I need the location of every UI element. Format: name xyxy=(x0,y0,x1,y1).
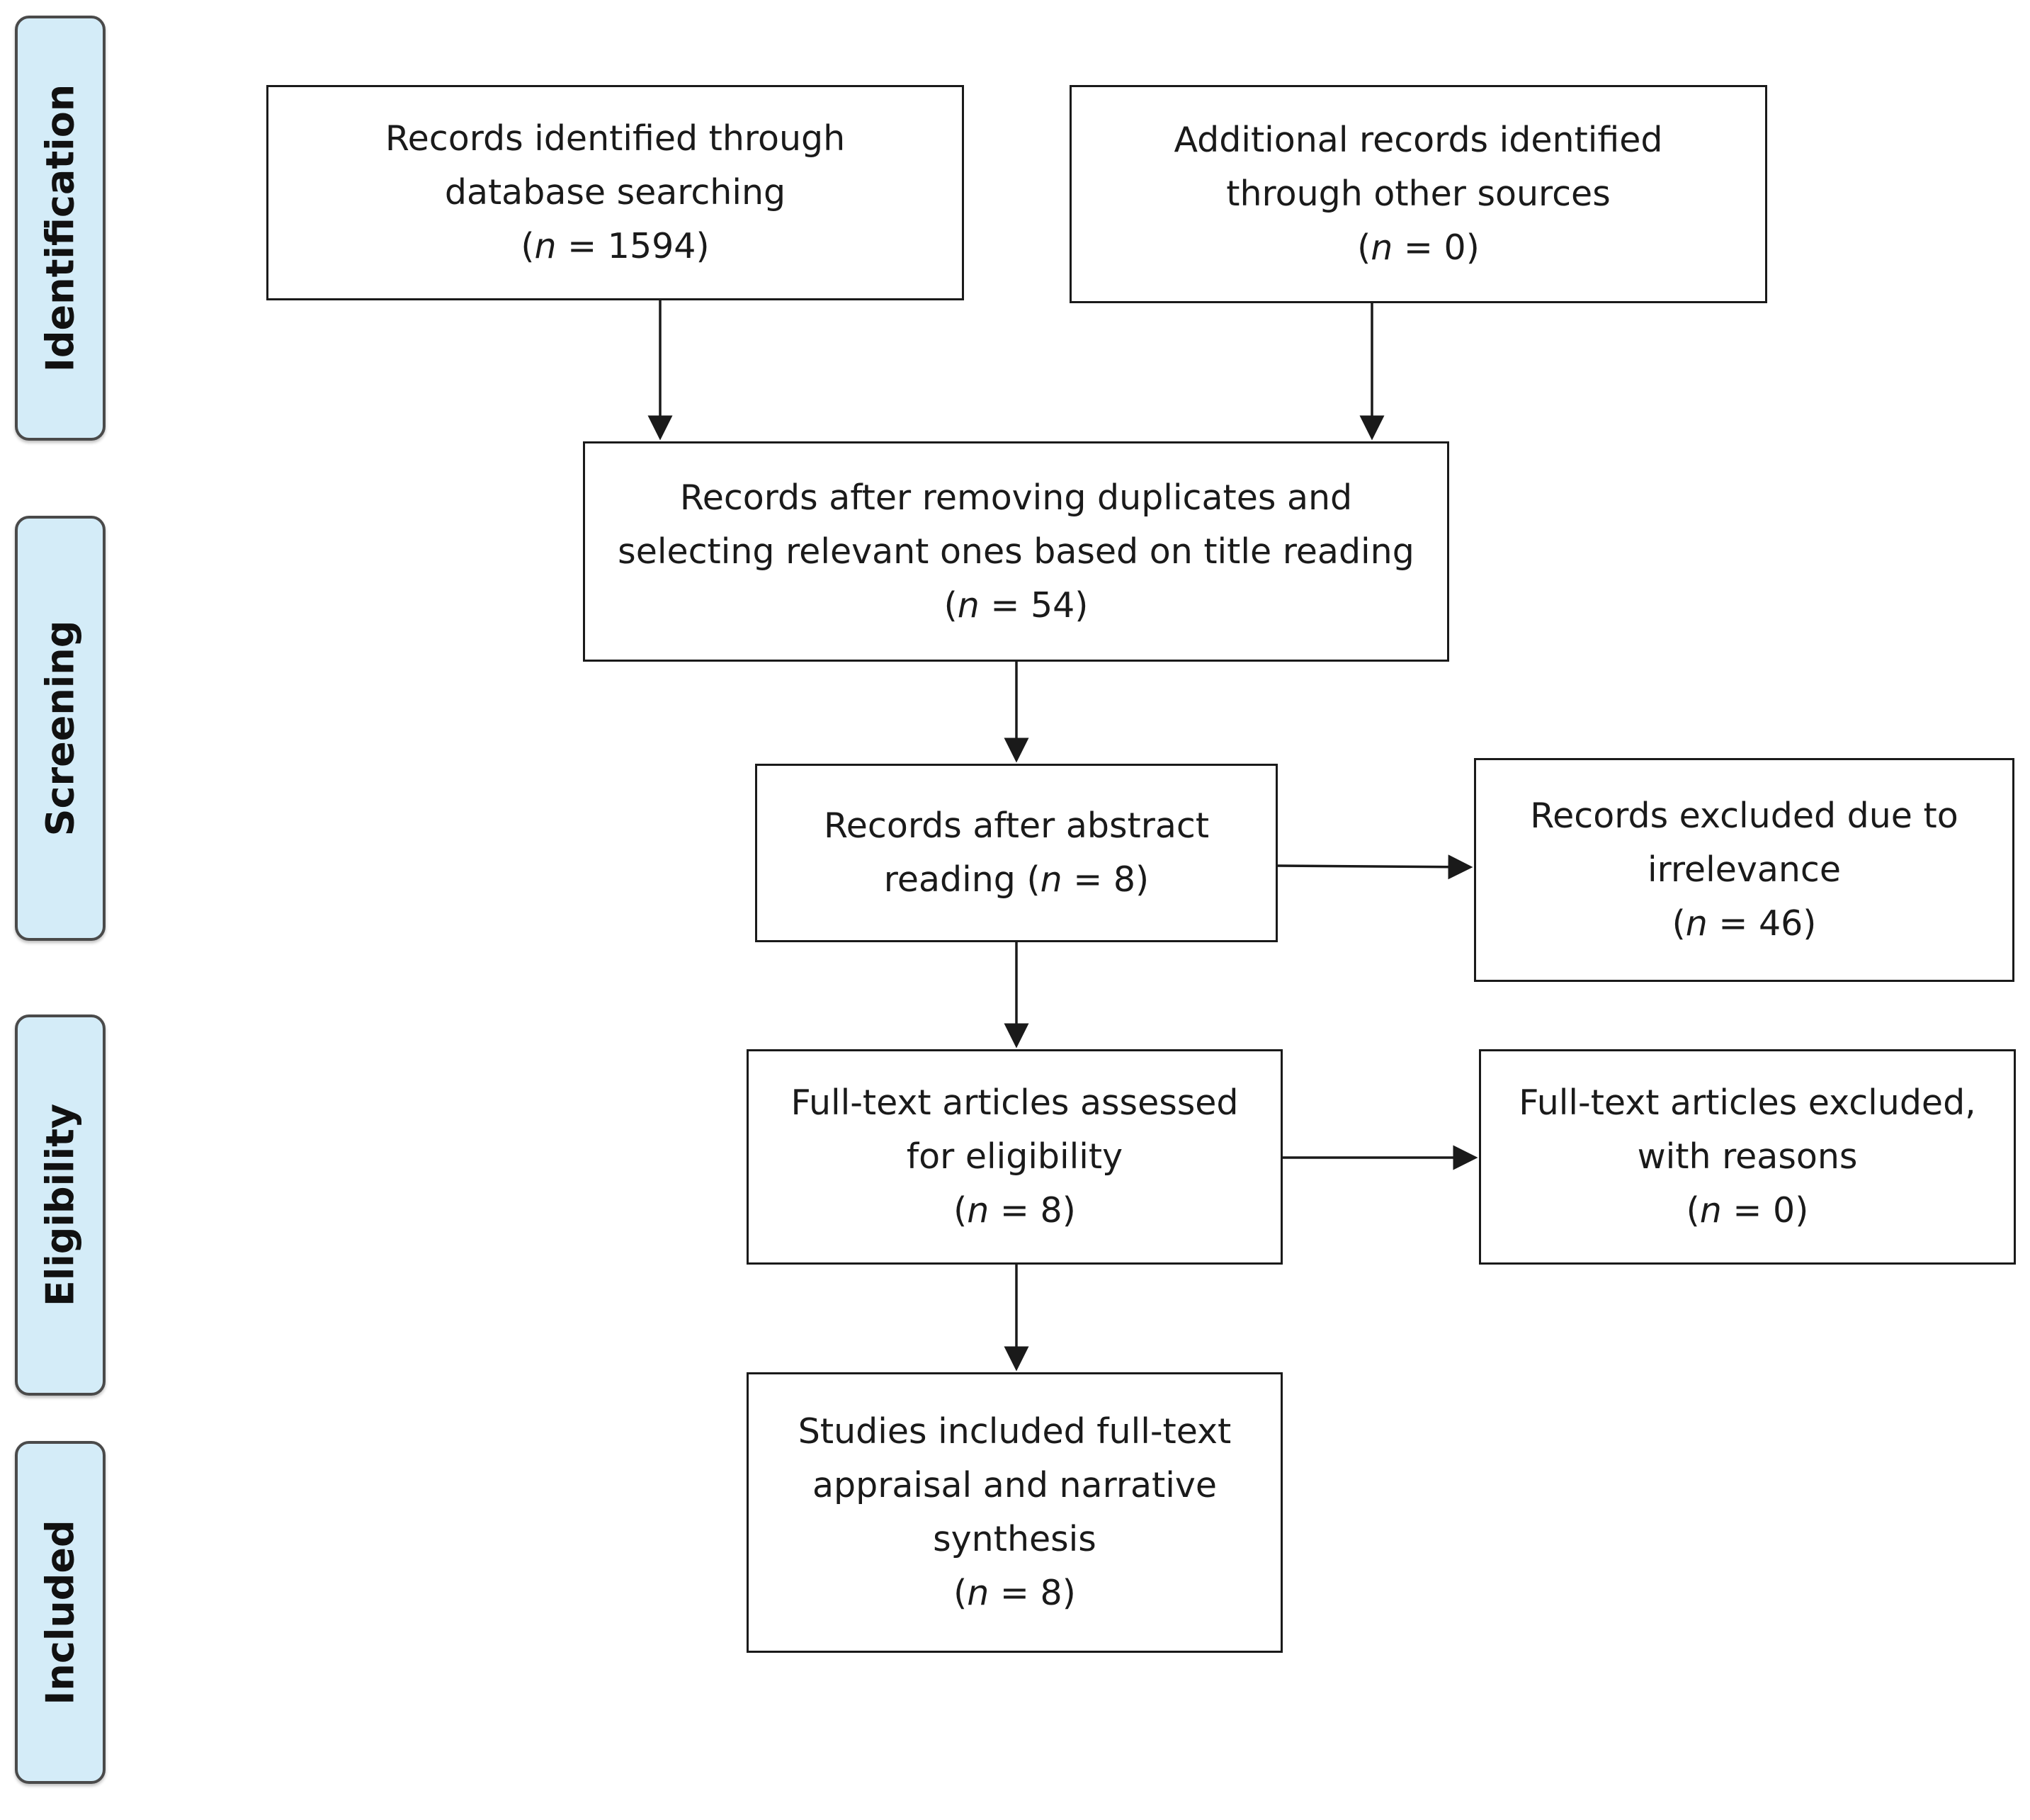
studies-included-count: (n = 8) xyxy=(953,1573,1076,1613)
after-duplicates-count: (n = 54) xyxy=(943,584,1089,626)
fulltext-excluded-line1: Full-text articles excluded, xyxy=(1519,1083,1976,1123)
after-abstract-line2: reading (n = 8) xyxy=(883,859,1150,900)
after-duplicates-line1: Records after removing duplicates and xyxy=(679,477,1353,518)
box-after-abstract: Records after abstract reading (n = 8) xyxy=(755,764,1278,942)
fulltext-assessed-line2: for eligibility xyxy=(906,1136,1123,1177)
excluded-irrelevance-line1: Records excluded due to xyxy=(1530,796,1958,836)
after-abstract-line1: Records after abstract xyxy=(823,806,1210,846)
arrow-abstract-to-excluded xyxy=(1277,854,1473,880)
box-database-records: Records identified through database sear… xyxy=(266,85,964,300)
box-fulltext-excluded: Full-text articles excluded, with reason… xyxy=(1479,1049,2016,1265)
box-studies-included: Studies included full-text appraisal and… xyxy=(747,1372,1283,1653)
after-duplicates-line2: selecting relevant ones based on title r… xyxy=(618,531,1414,572)
box-fulltext-assessed: Full-text articles assessed for eligibil… xyxy=(747,1049,1283,1265)
database-records-line2: database searching xyxy=(444,172,786,213)
fulltext-excluded-count: (n = 0) xyxy=(1686,1190,1809,1231)
fulltext-assessed-count: (n = 8) xyxy=(953,1190,1076,1231)
other-records-count: (n = 0) xyxy=(1357,227,1480,268)
box-after-duplicates: Records after removing duplicates and se… xyxy=(583,441,1449,662)
other-records-line2: through other sources xyxy=(1226,174,1611,214)
excluded-irrelevance-count: (n = 46) xyxy=(1672,903,1817,944)
other-records-line1: Additional records identified xyxy=(1174,120,1663,160)
fulltext-excluded-line2: with reasons xyxy=(1637,1136,1858,1177)
database-records-count: (n = 1594) xyxy=(521,226,710,266)
phase-eligibility: Eligibility xyxy=(15,1014,106,1396)
database-records-line1: Records identified through xyxy=(385,118,846,159)
studies-included-line3: synthesis xyxy=(933,1519,1096,1559)
phase-included: Included xyxy=(15,1441,106,1784)
phase-screening: Screening xyxy=(15,516,106,941)
box-other-records: Additional records identified through ot… xyxy=(1070,85,1767,303)
studies-included-line2: appraisal and narrative xyxy=(812,1465,1218,1505)
excluded-irrelevance-line2: irrelevance xyxy=(1647,849,1842,890)
box-excluded-irrelevance: Records excluded due to irrelevance (n =… xyxy=(1474,758,2014,982)
studies-included-line1: Studies included full-text xyxy=(798,1411,1232,1452)
fulltext-assessed-line1: Full-text articles assessed xyxy=(790,1083,1239,1123)
phase-identification: Identification xyxy=(15,16,106,441)
